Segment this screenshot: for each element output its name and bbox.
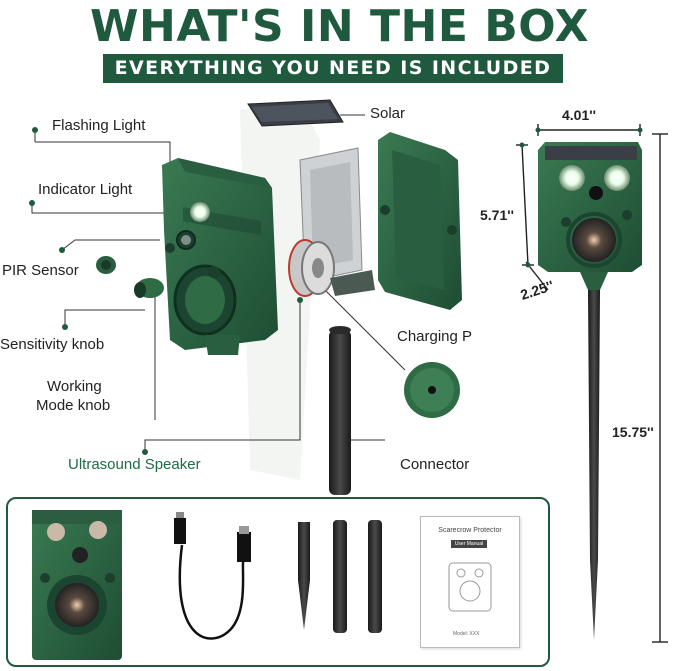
box-usb-cable-image	[174, 512, 251, 640]
label-pir-sensor: PIR Sensor	[2, 262, 79, 279]
label-sensitivity-knob: Sensitivity knob	[0, 336, 105, 353]
label-solar: Solar	[370, 105, 406, 122]
label-flashing-light: Flashing Light	[52, 117, 146, 134]
label-ultrasound-speaker: Ultrasound Speaker	[68, 456, 201, 473]
label-connector: Connector	[400, 456, 470, 473]
box-stake-pieces-image	[298, 520, 382, 633]
page-title: WHAT'S IN THE BOX	[89, 1, 589, 52]
label-working-mode-line2: Mode knob	[36, 397, 111, 414]
dim-stake-length: 15.75''	[612, 424, 654, 440]
label-working-mode-line1: Working	[47, 378, 102, 395]
label-indicator-light: Indicator Light	[38, 181, 133, 198]
label-charging-port: Charging P	[397, 328, 473, 345]
box-device-image	[32, 510, 122, 660]
manual-illustration	[448, 562, 492, 612]
subtitle-banner: EVERYTHING YOU NEED IS INCLUDED	[103, 54, 563, 83]
dim-width: 4.01''	[562, 107, 596, 123]
manual-title: Scarecrow Protector	[438, 527, 502, 534]
manual-model: Model: XXX	[453, 631, 480, 637]
dim-height: 5.71''	[480, 207, 514, 223]
manual-badge: User Manual	[451, 540, 487, 548]
box-user-manual: Scarecrow Protector User Manual Model: X…	[420, 516, 520, 648]
